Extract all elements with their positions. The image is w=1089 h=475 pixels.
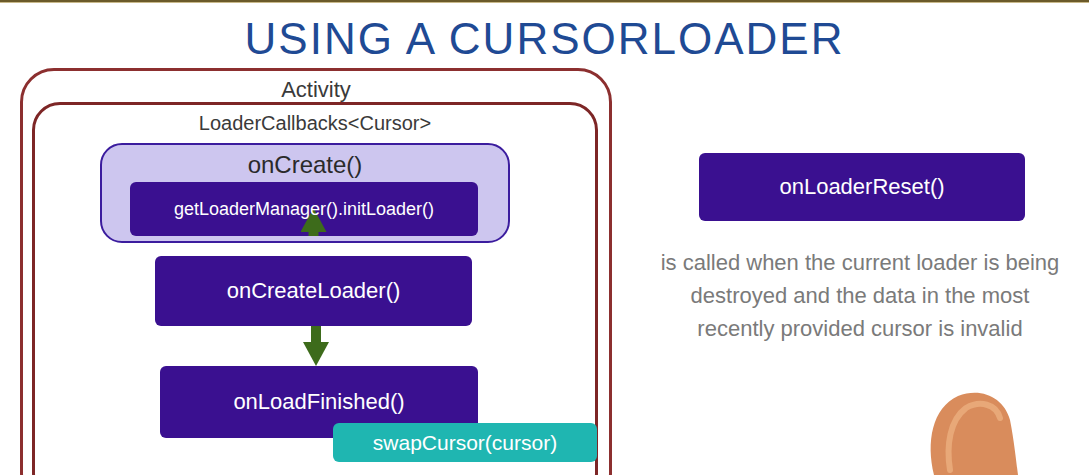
- flow-arrow: [309, 232, 319, 236]
- box-label: onLoaderReset(): [779, 174, 944, 200]
- callback-box: onCreateLoader(): [155, 256, 472, 326]
- method-call-box: getLoaderManager().initLoader(): [130, 182, 478, 236]
- pointing-finger: [931, 393, 1018, 475]
- top-rule: [0, 0, 1089, 2]
- callback-box: onLoaderReset(): [699, 153, 1025, 221]
- callbacks-box: LoaderCallbacks<Cursor> onCreate() getLoad…: [32, 102, 598, 475]
- box-label: onCreateLoader(): [227, 278, 401, 304]
- lifecycle-method-box: onCreate() getLoaderManager().initLoader(…: [100, 143, 510, 243]
- note-wrap: is called when the current loader is bei…: [650, 246, 1070, 345]
- title-wrap: USING A CURSORLOADER: [0, 14, 1089, 64]
- activity-box: ActivityLoaderCallbacks<Cursor> onCreate(…: [20, 68, 612, 475]
- box-label: onLoadFinished(): [233, 389, 404, 415]
- box-label: getLoaderManager().initLoader(): [174, 198, 434, 220]
- finger-highlight: [949, 404, 1000, 470]
- method-call-box: swapCursor(cursor): [333, 423, 597, 462]
- box-label: Activity: [281, 77, 351, 103]
- box-label: LoaderCallbacks<Cursor>: [199, 111, 431, 135]
- box-label: onCreate(): [248, 150, 363, 179]
- box-label: swapCursor(cursor): [373, 430, 557, 455]
- top-rule-light: [0, 2, 1089, 3]
- note-text: is called when the current loader is bei…: [650, 246, 1070, 345]
- flow-arrow: [311, 326, 321, 342]
- title: USING A CURSORLOADER: [245, 14, 845, 64]
